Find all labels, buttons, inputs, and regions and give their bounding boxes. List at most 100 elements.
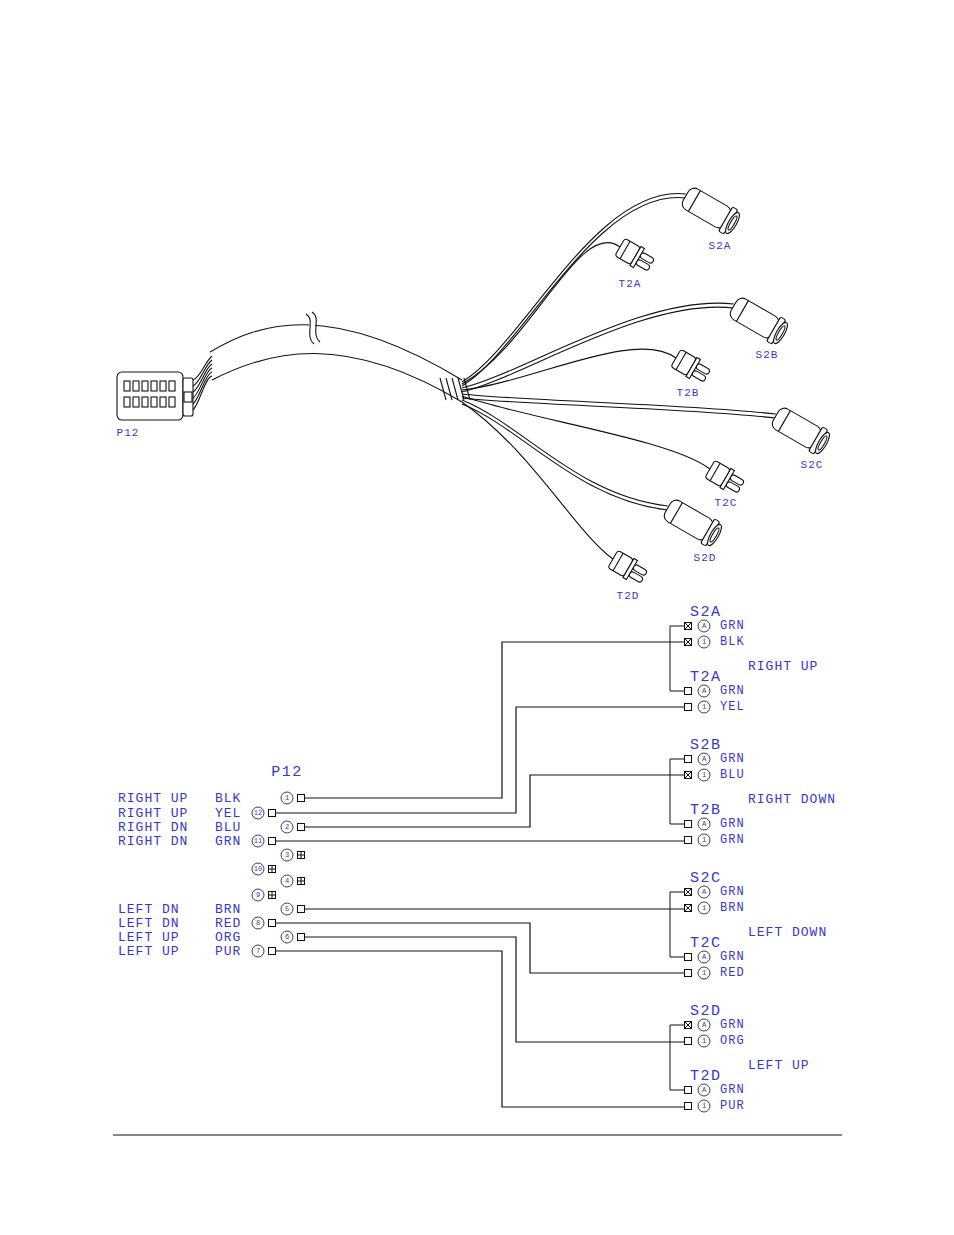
wire-label: GRN <box>720 620 745 632</box>
pin-number: A <box>702 1087 706 1094</box>
pin-terminal <box>269 948 276 955</box>
wire-label: ORG <box>720 1035 745 1047</box>
wire-label: RIGHT DOWN <box>748 793 836 806</box>
wire-label: P12 <box>117 428 140 439</box>
wire-label: GRN <box>215 835 241 848</box>
pin-number: A <box>702 756 706 763</box>
connector-name: P12 <box>271 765 303 780</box>
latch <box>184 392 192 402</box>
seal-mark <box>685 889 692 896</box>
pin-number: 10 <box>254 866 262 873</box>
pin-number: 7 <box>256 948 260 955</box>
pin-terminal <box>298 795 305 802</box>
wire-label: GRN <box>720 818 745 830</box>
pin-number: A <box>702 623 706 630</box>
connector-body <box>117 372 183 420</box>
jumper-wire <box>670 626 685 691</box>
plug-mark <box>269 866 276 873</box>
pin-number: 12 <box>254 810 262 817</box>
tape-wrap <box>446 378 452 400</box>
pin-circle <box>698 834 710 846</box>
sensor-connector <box>727 294 791 347</box>
harness-wire <box>305 775 685 827</box>
wire-label: RIGHT UP <box>748 660 818 673</box>
sealed-pin <box>269 866 276 873</box>
sealed-pin <box>269 892 276 899</box>
break-mark <box>312 312 320 342</box>
plug-mark <box>298 852 305 859</box>
pin-cavity <box>142 381 148 391</box>
wire-label: T2C <box>715 498 738 509</box>
jumper-wire <box>670 759 685 824</box>
p12-connector <box>117 356 212 420</box>
wire-label: GRN <box>720 753 745 765</box>
schematic <box>252 620 710 1112</box>
wire-label: T2D <box>617 591 640 602</box>
pin-cavity <box>160 397 166 407</box>
connector-name: T2B <box>690 803 722 818</box>
wire-label: LEFT UP <box>118 931 180 944</box>
pin-circle <box>698 1084 710 1096</box>
pin-number: 5 <box>285 906 289 913</box>
wire-label: BRN <box>215 903 241 916</box>
wire-label: T2B <box>677 388 700 399</box>
pin-number: 1 <box>702 772 706 779</box>
wire-label: S2C <box>801 460 824 471</box>
pin-circle <box>698 967 710 979</box>
branch-wire <box>462 194 686 382</box>
wire-label: RED <box>720 967 745 979</box>
plug-mark <box>269 892 276 899</box>
wire-label: YEL <box>215 807 241 820</box>
tape-wrap <box>440 378 446 400</box>
wire-stub <box>193 372 212 404</box>
pin-number: A <box>702 688 706 695</box>
pin-number: 8 <box>256 920 260 927</box>
pin-number: 9 <box>256 892 260 899</box>
pin-number: 3 <box>285 852 289 859</box>
pin-terminal <box>685 821 692 828</box>
pin-terminal <box>685 688 692 695</box>
pin-cavity <box>133 381 139 391</box>
branch-wire <box>462 400 668 506</box>
pin-number: 2 <box>285 824 289 831</box>
pin-circle <box>698 685 710 697</box>
branch-wire <box>462 394 776 414</box>
pin-circle <box>698 886 710 898</box>
wire-label: YEL <box>720 701 745 713</box>
tee-connector <box>607 549 649 586</box>
sealed-pin <box>298 852 305 859</box>
wire-label: GRN <box>720 886 745 898</box>
wire-label: GRN <box>720 1084 745 1096</box>
pin-number: 4 <box>285 878 289 885</box>
wire-label: BLK <box>720 636 745 648</box>
pin-circle <box>698 636 710 648</box>
seal-mark <box>685 639 692 646</box>
branch-wire <box>462 303 734 388</box>
pin-terminal <box>685 1038 692 1045</box>
connector-name: S2D <box>690 1004 722 1019</box>
pin-cavity <box>133 397 139 407</box>
harness-wire <box>276 951 685 1107</box>
tee-connector <box>670 348 712 385</box>
pin-number: 1 <box>702 905 706 912</box>
connector-name: T2A <box>690 670 722 685</box>
footer-rule <box>113 1135 842 1136</box>
pin-cavity <box>124 397 130 407</box>
pin-number: 1 <box>702 704 706 711</box>
break-mark <box>306 314 314 344</box>
wire-label: LEFT DN <box>118 903 180 916</box>
cable-edge <box>212 353 462 402</box>
wire-label: S2D <box>694 553 717 564</box>
tape-wrap <box>452 378 458 400</box>
pin-number: 6 <box>285 934 289 941</box>
wire-label: BLK <box>215 792 241 805</box>
pin-circle <box>281 931 293 943</box>
pin-circle <box>698 1035 710 1047</box>
wire-label: GRN <box>720 1019 745 1031</box>
wire-label: RIGHT UP <box>118 792 188 805</box>
connector-name: T2C <box>690 936 722 951</box>
tee-connector <box>614 237 656 274</box>
pin-number: 1 <box>702 639 706 646</box>
pin-number: 1 <box>702 970 706 977</box>
